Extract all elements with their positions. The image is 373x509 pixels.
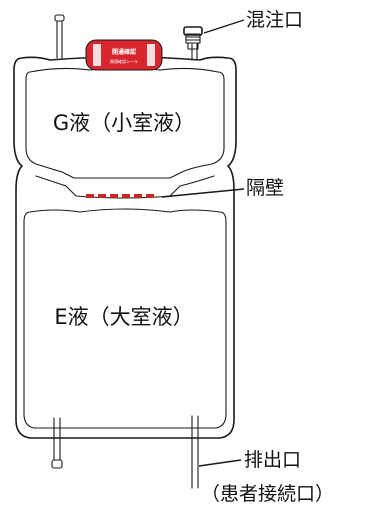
- top-left-rod: [54, 14, 65, 59]
- top-right-rod: [191, 43, 198, 61]
- mixing-port-label: 混注口: [246, 9, 303, 31]
- bottom-left-rod: [51, 417, 63, 469]
- patient-connection-label: （患者接続口）: [201, 483, 334, 505]
- drain-port-tube: [191, 415, 199, 489]
- drain-port-leader: [198, 459, 242, 467]
- mixing-port: [183, 26, 203, 50]
- lower-chamber-label: E液（大室液）: [54, 305, 193, 329]
- drain-port-label: 排出口: [244, 449, 301, 471]
- partition-label: 隔壁: [246, 177, 284, 199]
- upper-chamber-label: G液（小室液）: [53, 111, 195, 135]
- mixing-port-leader: [203, 19, 245, 34]
- tag-sub-text: 開通確認シール: [110, 58, 138, 64]
- partition-leader: [161, 188, 245, 198]
- tag-main-text: 開通確認: [112, 48, 136, 56]
- opening-check-tag: 開通確認 開通確認シール: [85, 39, 163, 71]
- lower-chamber-outline: [23, 208, 227, 429]
- partition-seal: [86, 194, 154, 198]
